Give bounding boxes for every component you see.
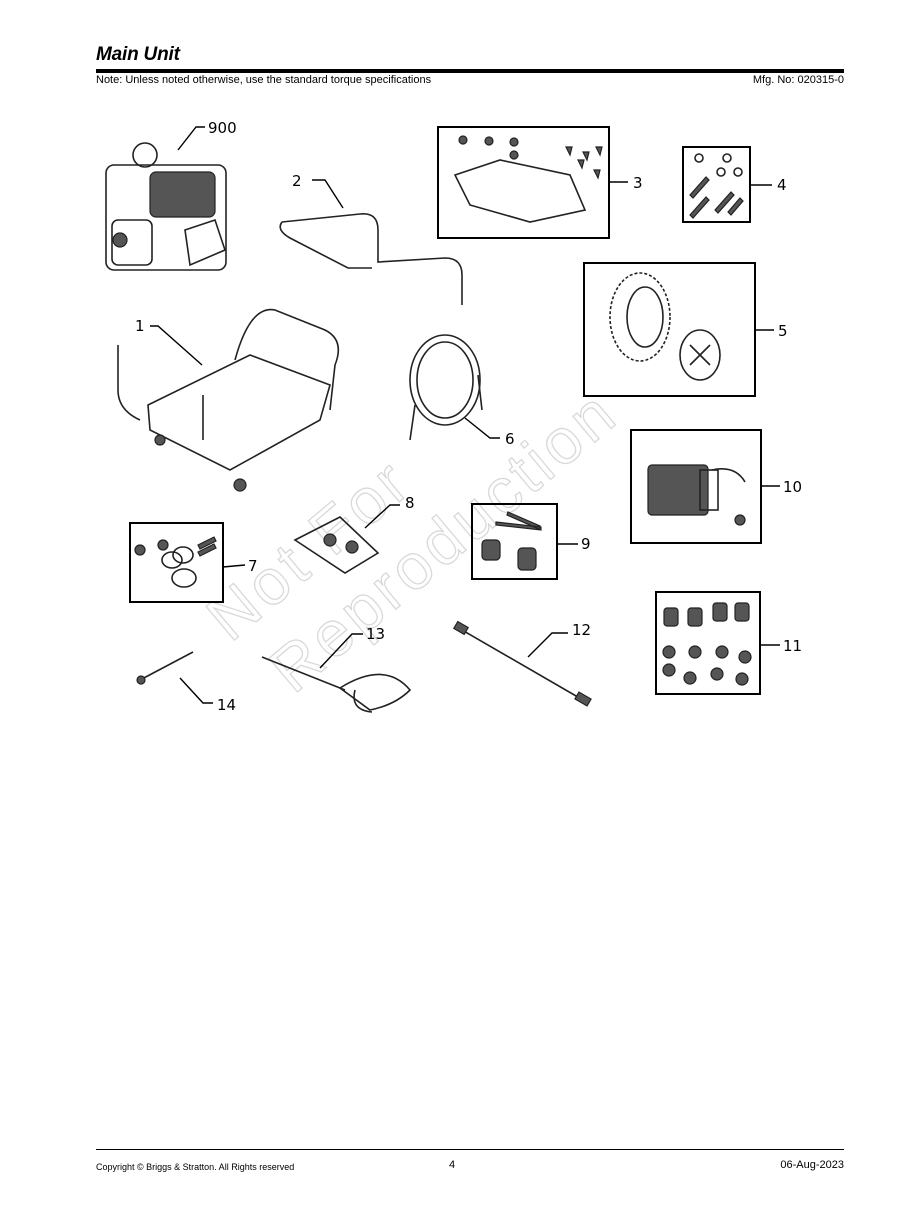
footer-rule: [96, 1149, 844, 1150]
part-bearings: [134, 536, 217, 588]
part-knobs: [481, 511, 542, 571]
callout-8: 8: [405, 494, 415, 512]
callout-2: 2: [292, 172, 302, 190]
part-bag: [293, 516, 380, 574]
box-part-7: [129, 522, 224, 603]
header-rule: [96, 69, 844, 73]
callout-13: 13: [366, 625, 385, 643]
box-part-11: [655, 591, 761, 695]
callout-5: 5: [778, 322, 788, 340]
part-spray-gun: [261, 656, 412, 713]
callout-3: 3: [633, 174, 643, 192]
callout-4: 4: [777, 176, 787, 194]
callout-6: 6: [505, 430, 515, 448]
callout-1: 1: [135, 317, 145, 335]
part-mounts: [662, 602, 752, 686]
exploded-parts-diagram: Not For Reproduction 900 2 3 4: [105, 119, 802, 714]
page-number: 4: [449, 1159, 456, 1171]
part-frame: [117, 308, 340, 492]
part-handle: [279, 213, 463, 305]
callout-900: 900: [208, 119, 237, 137]
mfg-number: Mfg. No: 020315-0: [752, 74, 844, 86]
box-part-9: [471, 503, 558, 580]
callout-14: 14: [217, 696, 236, 714]
part-hose: [409, 334, 483, 441]
part-pump: [647, 464, 746, 526]
callout-10: 10: [783, 478, 802, 496]
part-hardware-4: [689, 153, 744, 219]
callout-7: 7: [248, 557, 258, 575]
part-engine: [105, 142, 227, 271]
callout-11: 11: [783, 637, 802, 655]
part-lance: [452, 620, 592, 707]
part-wheel: [609, 272, 721, 381]
part-nozzle: [136, 651, 194, 685]
part-bracket: [453, 135, 603, 223]
callout-12: 12: [572, 621, 591, 639]
page-date: 06-Aug-2023: [780, 1159, 844, 1171]
callout-9: 9: [581, 535, 591, 553]
watermark: Not For Reproduction: [192, 375, 631, 707]
copyright-text: Copyright © Briggs & Stratton. All Right…: [96, 1162, 295, 1172]
page-title: Main Unit: [96, 44, 180, 65]
torque-note: Note: Unless noted otherwise, use the st…: [96, 74, 432, 86]
